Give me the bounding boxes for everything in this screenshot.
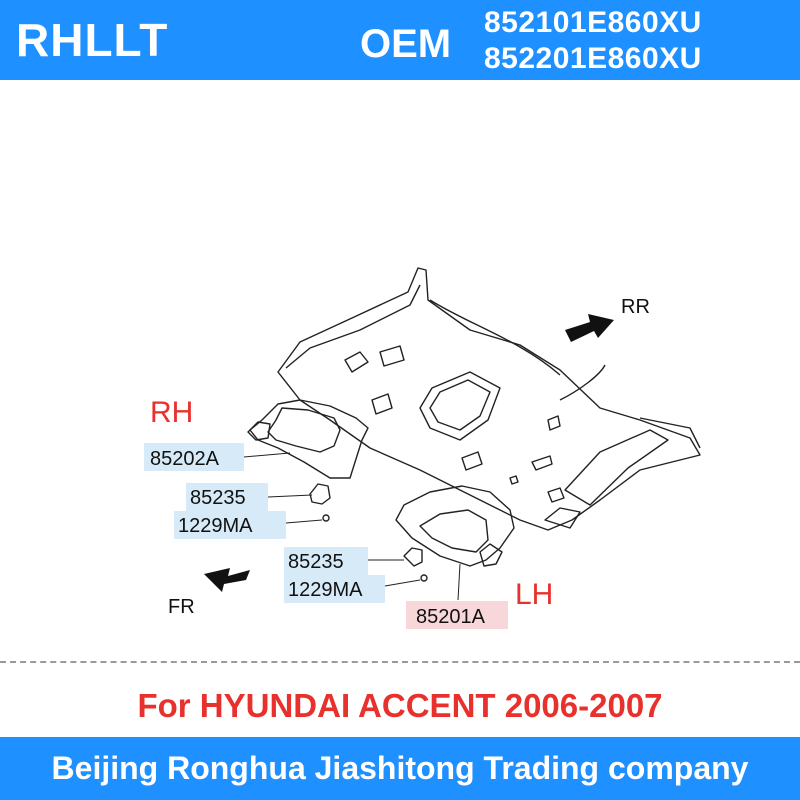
rh-sun-visor-drawing: [247, 399, 369, 479]
callout-rh-visor: 85202A: [150, 448, 220, 470]
company-name: Beijing Ronghua Jiashitong Trading compa…: [51, 750, 749, 786]
oem-part-number-2: 852201E860XU: [484, 42, 702, 75]
footer-banner: Beijing Ronghua Jiashitong Trading compa…: [0, 737, 800, 800]
section-divider: [0, 661, 800, 663]
brand-name: RHLLT: [16, 14, 169, 66]
callout-box-lh-screw: [284, 575, 385, 603]
callout-box-rh-screw: [174, 511, 286, 539]
roof-headliner-drawing: [277, 267, 701, 531]
rh-side-label: RH: [150, 396, 193, 429]
callout-rh-screw: 1229MA: [178, 515, 253, 537]
oem-label: OEM: [360, 22, 452, 66]
callout-lh-visor: 85201A: [416, 606, 486, 628]
header-banner: RHLLT OEM 852101E860XU 852201E860XU: [0, 0, 800, 80]
callout-lh-clip: 85235: [288, 551, 344, 573]
callout-box-rh-visor: [144, 443, 244, 471]
rear-arrow-icon: [565, 314, 614, 342]
callout-box-rh-clip: [186, 483, 268, 511]
front-arrow-icon: [204, 568, 250, 592]
callout-box-lh-clip: [284, 547, 368, 575]
callout-box-lh-visor: [406, 601, 508, 629]
lh-side-label: LH: [515, 578, 553, 611]
front-direction-label: FR: [168, 596, 195, 618]
rear-direction-label: RR: [621, 296, 650, 318]
callout-rh-clip: 85235: [190, 487, 246, 509]
leader-lines: [243, 452, 461, 601]
callout-lh-screw: 1229MA: [288, 579, 363, 601]
lh-sun-visor-drawing: [395, 485, 515, 567]
vehicle-fitment: For HYUNDAI ACCENT 2006-2007: [137, 687, 663, 724]
mounting-hardware-drawing: [309, 483, 428, 582]
oem-part-number-1: 852101E860XU: [484, 6, 702, 39]
parts-diagram: RR FR RH LH 85202A 85235 1229MA 85235 12…: [144, 267, 701, 629]
